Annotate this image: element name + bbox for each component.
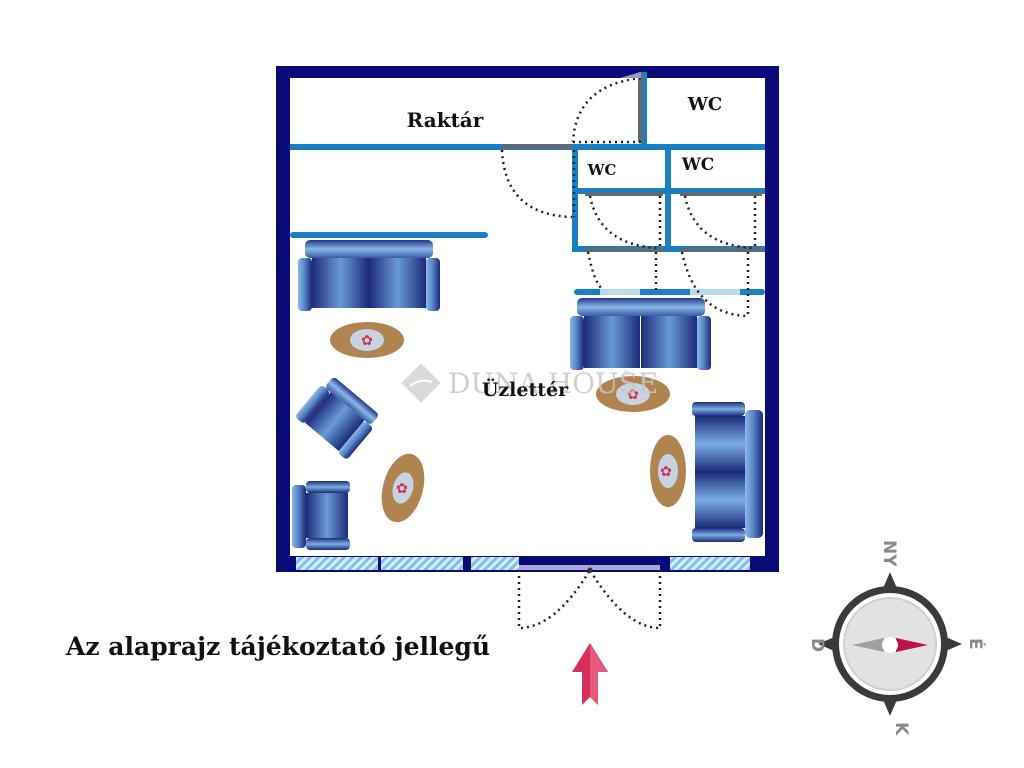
- flower-icon: ✿: [660, 464, 672, 480]
- coffee-table-3: ✿: [596, 376, 670, 412]
- room-label-shop-floor: Üzlettér: [482, 378, 569, 401]
- watermark: DUNA HOUSE ®: [401, 363, 658, 403]
- room-label-storage: Raktár: [407, 108, 484, 132]
- entrance-door[interactable]: [517, 557, 662, 630]
- interior-doors: [500, 72, 762, 318]
- room-label-wc-left: WC: [587, 161, 617, 179]
- bottom-windows: [296, 557, 750, 570]
- compass-label-south: K: [891, 722, 911, 736]
- watermark-registered-mark: ®: [622, 369, 630, 378]
- disclaimer-text: Az alaprajz tájékoztató jellegű: [66, 632, 491, 661]
- compass: NY K D É: [807, 540, 987, 736]
- entrance-arrow-icon: [572, 643, 608, 705]
- watermark-text: DUNA HOUSE: [448, 367, 658, 400]
- flower-icon: ✿: [627, 387, 639, 403]
- compass-needle-west: [852, 638, 884, 652]
- armchair-bottom-left: [292, 481, 350, 550]
- coffee-table-1: ✿: [330, 322, 404, 358]
- compass-label-north: NY: [879, 540, 899, 567]
- sofa-right-wall: [692, 402, 763, 542]
- compass-label-west: D: [807, 638, 827, 652]
- compass-label-east: É: [965, 638, 987, 650]
- sofa-top-left: [298, 240, 440, 311]
- sofa-mid-right: [570, 298, 711, 370]
- flower-icon: ✿: [396, 481, 408, 497]
- compass-needle-east: [896, 638, 928, 652]
- coffee-table-2: ✿: [381, 453, 425, 523]
- flower-icon: ✿: [361, 333, 373, 349]
- armchair-rotated: [296, 377, 378, 459]
- room-label-wc-top: WC: [687, 94, 723, 115]
- room-label-wc-right: WC: [681, 155, 715, 175]
- coffee-table-4: ✿: [650, 435, 686, 507]
